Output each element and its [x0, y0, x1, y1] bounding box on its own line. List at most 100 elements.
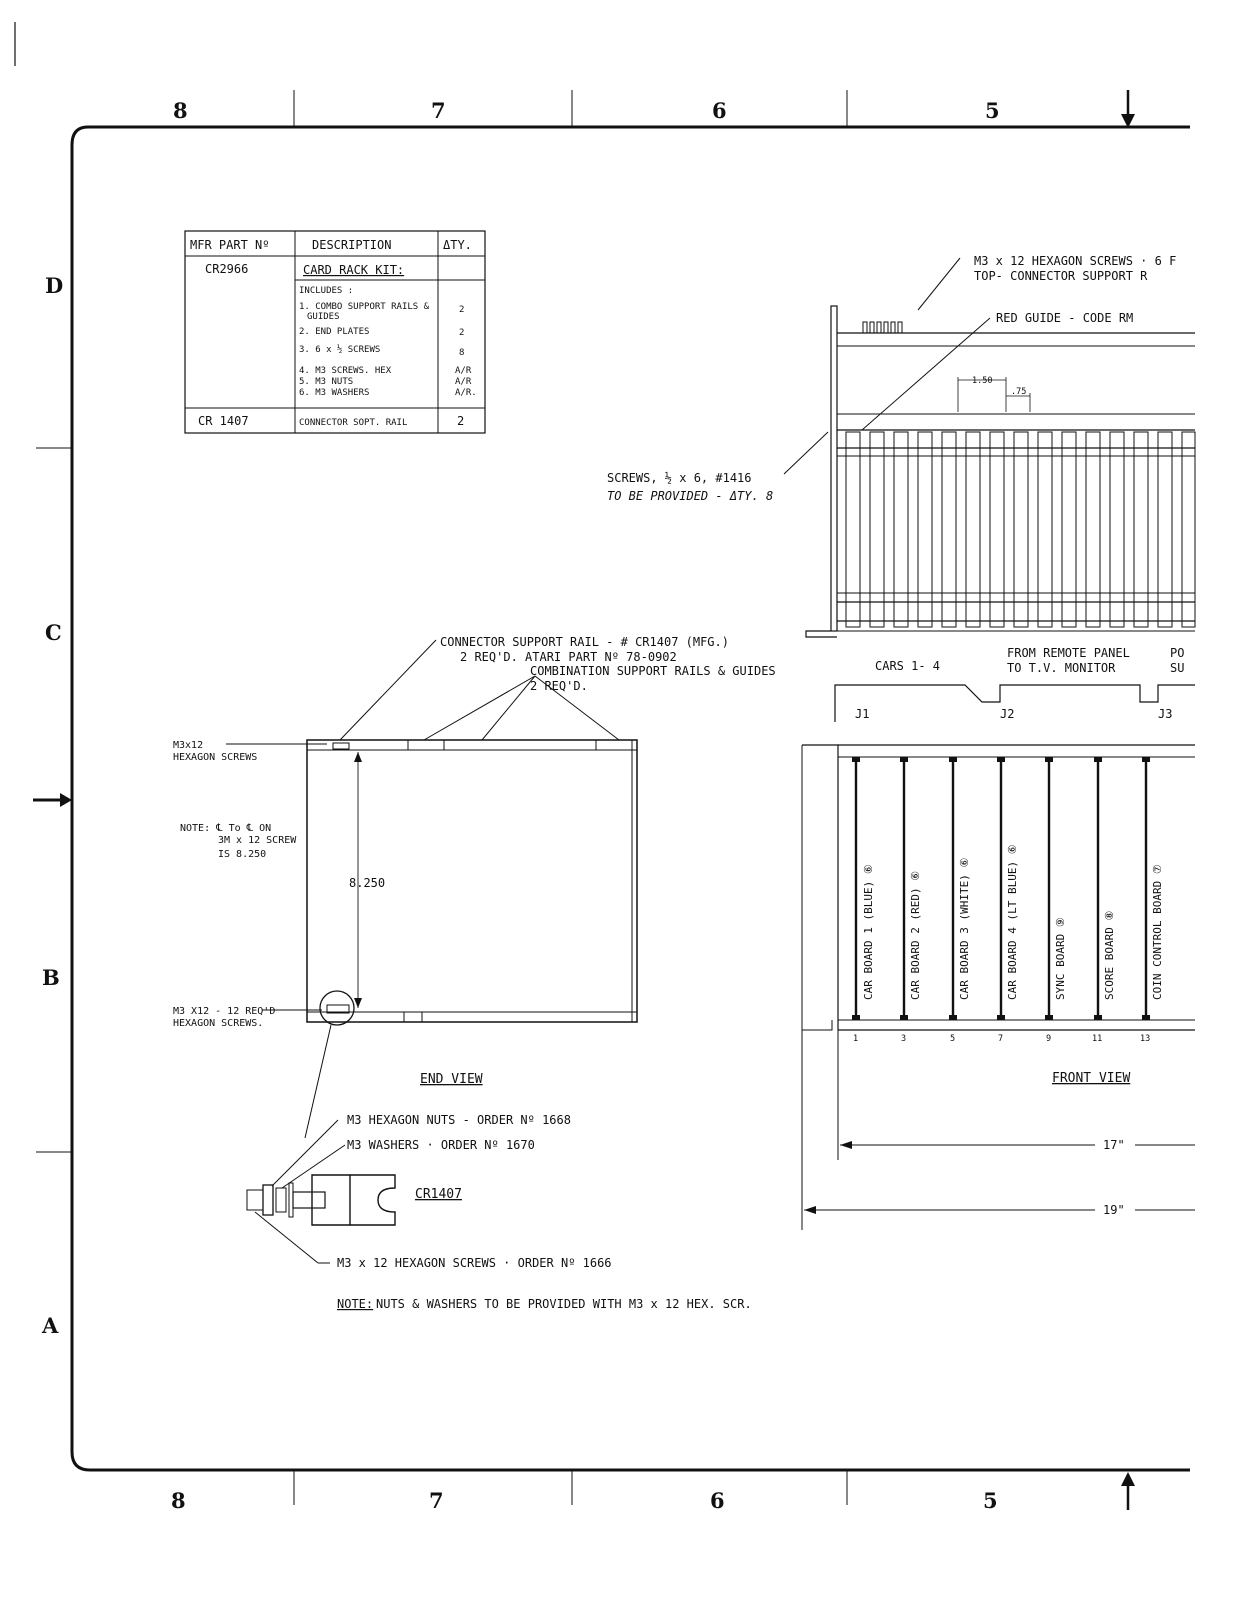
end-view-title: END VIEW: [420, 1072, 483, 1087]
kit-item-1-qty: 2: [459, 305, 464, 315]
screws-label-line2: TO BE PROVIDED - ΔTY. 8: [607, 489, 773, 503]
card-guide-columns: [845, 431, 1196, 628]
slot-number-7: 7: [998, 1034, 1003, 1044]
board-label-score: SCORE BOARD ⑧: [1103, 911, 1116, 1000]
up-arrow-icon: [1121, 1472, 1135, 1486]
washers-label: M3 WASHERS · ORDER Nº 1670: [347, 1138, 535, 1152]
end-view-note-line3: IS 8.250: [218, 849, 266, 860]
slot-number-9: 9: [1046, 1034, 1051, 1044]
zone-label-left-a: A: [41, 1313, 59, 1338]
rail-part-number: CR 1407: [198, 414, 249, 428]
parts-table: MFR PART Nº DESCRIPTION ΔTY. CR2966 CARD…: [184, 230, 486, 434]
board-slot-11: [1094, 757, 1102, 1020]
power-supply-label-line1: PO: [1170, 646, 1184, 660]
combination-rails-label-line2: 2 REQ'D.: [530, 679, 588, 693]
board-label-car-4: CAR BOARD 4 (LT BLUE) ⑥: [1006, 844, 1019, 1000]
board-slot-7: [997, 757, 1005, 1020]
parts-table-header-description: DESCRIPTION: [312, 238, 391, 252]
right-arrow-icon: [60, 793, 72, 807]
board-label-car-3: CAR BOARD 3 (WHITE) ⑥: [958, 858, 971, 1000]
zone-label-top-5: 5: [985, 98, 1000, 123]
connector-j3: J3: [1158, 707, 1172, 721]
zone-label-bottom-8: 8: [171, 1488, 186, 1513]
front-view-drawing: CARS 1- 4 FROM REMOTE PANEL TO T.V. MONI…: [801, 646, 1195, 1230]
kit-item-5-qty: A/R: [455, 377, 472, 387]
slot-number-3: 3: [901, 1034, 906, 1044]
slot-number-11: 11: [1092, 1034, 1102, 1044]
dim-gap: .75: [1011, 387, 1026, 397]
dimension-17: 17": [1103, 1138, 1125, 1152]
detail-note-text: NUTS & WASHERS TO BE PROVIDED WITH M3 x …: [376, 1297, 752, 1311]
connector-j2: J2: [1000, 707, 1014, 721]
kit-item-5: 5. M3 NUTS: [299, 377, 353, 387]
board-slot-3: [900, 757, 908, 1020]
end-view-note-line1: NOTE: ℄ To ℄ ON: [180, 823, 271, 834]
board-label-coin-control: COIN CONTROL BOARD ⑦: [1151, 864, 1164, 1000]
zone-label-top-6: 6: [712, 98, 727, 123]
end-view-note-line2: 3M x 12 SCREW: [218, 835, 297, 846]
remote-panel-label-line2: TO T.V. MONITOR: [1007, 661, 1116, 675]
connector-rail-label-line1: CONNECTOR SUPPORT RAIL - # CR1407 (MFG.): [440, 635, 729, 649]
slot-number-13: 13: [1140, 1034, 1150, 1044]
zone-label-bottom-6: 6: [710, 1488, 725, 1513]
cr1407-clip-icon: [311, 1174, 351, 1226]
hex-screw-assembly-icon: [246, 1182, 326, 1218]
kit-title: CARD RACK KIT:: [303, 263, 404, 277]
rail-description: CONNECTOR SOPT. RAIL: [299, 418, 407, 428]
dim-pitch: 1.50: [972, 376, 992, 386]
zone-label-bottom-7: 7: [429, 1488, 444, 1513]
kit-item-3: 3. 6 x ½ SCREWS: [299, 344, 380, 355]
zone-label-left-b: B: [42, 965, 60, 990]
parts-table-header-part: MFR PART Nº: [190, 238, 269, 252]
end-view-dimension: 8.250: [349, 876, 385, 890]
detail-note-label: NOTE:: [337, 1297, 373, 1311]
m3-top-label-line1: M3x12: [173, 740, 203, 751]
m3-top-label-line2: HEXAGON SCREWS: [173, 752, 257, 763]
top-connector-screws-icon: [862, 321, 903, 334]
slot-number-5: 5: [950, 1034, 955, 1044]
zone-label-left-d: D: [45, 273, 63, 298]
drawing-frame: [14, 22, 1190, 1510]
parts-table-header-qty: ΔTY.: [443, 238, 472, 252]
board-slot-9: [1045, 757, 1053, 1020]
connector-rail-label-line2: 2 REQ'D. ATARI PART Nº 78-0902: [460, 650, 677, 664]
kit-item-4-qty: A/R: [455, 366, 472, 376]
board-slot-5: [949, 757, 957, 1020]
screws-label-line1: SCREWS, ½ x 6, #1416: [607, 471, 752, 485]
board-slot-1: [852, 757, 860, 1020]
power-supply-label-line2: SU: [1170, 661, 1184, 675]
kit-part-number: CR2966: [205, 262, 248, 276]
hex-screws-label-line2: TOP- CONNECTOR SUPPORT R: [974, 269, 1148, 283]
kit-item-3-qty: 8: [459, 348, 464, 358]
kit-item-2: 2. END PLATES: [299, 327, 369, 337]
end-view-drawing: 8.250 CONNECTOR SUPPORT RAIL - # CR1407 …: [173, 635, 776, 1139]
zone-label-top-8: 8: [173, 98, 188, 123]
nuts-label: M3 HEXAGON NUTS - ORDER Nº 1668: [347, 1113, 571, 1127]
front-view-title: FRONT VIEW: [1052, 1071, 1130, 1086]
kit-item-1: 1. COMBO SUPPORT RAILS &: [299, 302, 430, 312]
kit-item-6: 6. M3 WASHERS: [299, 388, 369, 398]
top-view-drawing: 1.50 .75 M3 x 12 HEXAGON SCREWS · 6 F TO…: [607, 254, 1196, 638]
board-label-car-1: CAR BOARD 1 (BLUE) ⑥: [862, 864, 875, 1000]
m3-bottom-label-line2: HEXAGON SCREWS.: [173, 1018, 263, 1029]
detail-screws-label: M3 x 12 HEXAGON SCREWS · ORDER Nº 1666: [337, 1256, 612, 1270]
red-guide-label: RED GUIDE - CODE RM: [996, 311, 1133, 325]
kit-item-1-line2: GUIDES: [307, 312, 340, 322]
dimension-19: 19": [1103, 1203, 1125, 1217]
combination-rails-label-line1: COMBINATION SUPPORT RAILS & GUIDES: [530, 664, 776, 678]
rail-qty: 2: [457, 414, 464, 428]
fastener-detail-drawing: M3 HEXAGON NUTS - ORDER Nº 1668 M3 WASHE…: [246, 1113, 752, 1311]
remote-panel-label-line1: FROM REMOTE PANEL: [1007, 646, 1130, 660]
detail-callout-circle: [319, 990, 355, 1026]
m3-bottom-label-line1: M3 X12 - 12 REQ'D: [173, 1006, 275, 1017]
cars-label: CARS 1- 4: [875, 659, 940, 673]
kit-item-4: 4. M3 SCREWS. HEX: [299, 366, 392, 376]
board-label-sync: SYNC BOARD ⑨: [1054, 917, 1067, 1000]
zone-label-left-c: C: [45, 620, 62, 645]
zone-label-bottom-5: 5: [983, 1488, 998, 1513]
board-slot-13: [1142, 757, 1150, 1020]
hex-screws-label-line1: M3 x 12 HEXAGON SCREWS · 6 F: [974, 254, 1176, 268]
detail-part-label: CR1407: [415, 1187, 462, 1202]
connector-j1: J1: [855, 707, 869, 721]
zone-label-top-7: 7: [431, 98, 446, 123]
